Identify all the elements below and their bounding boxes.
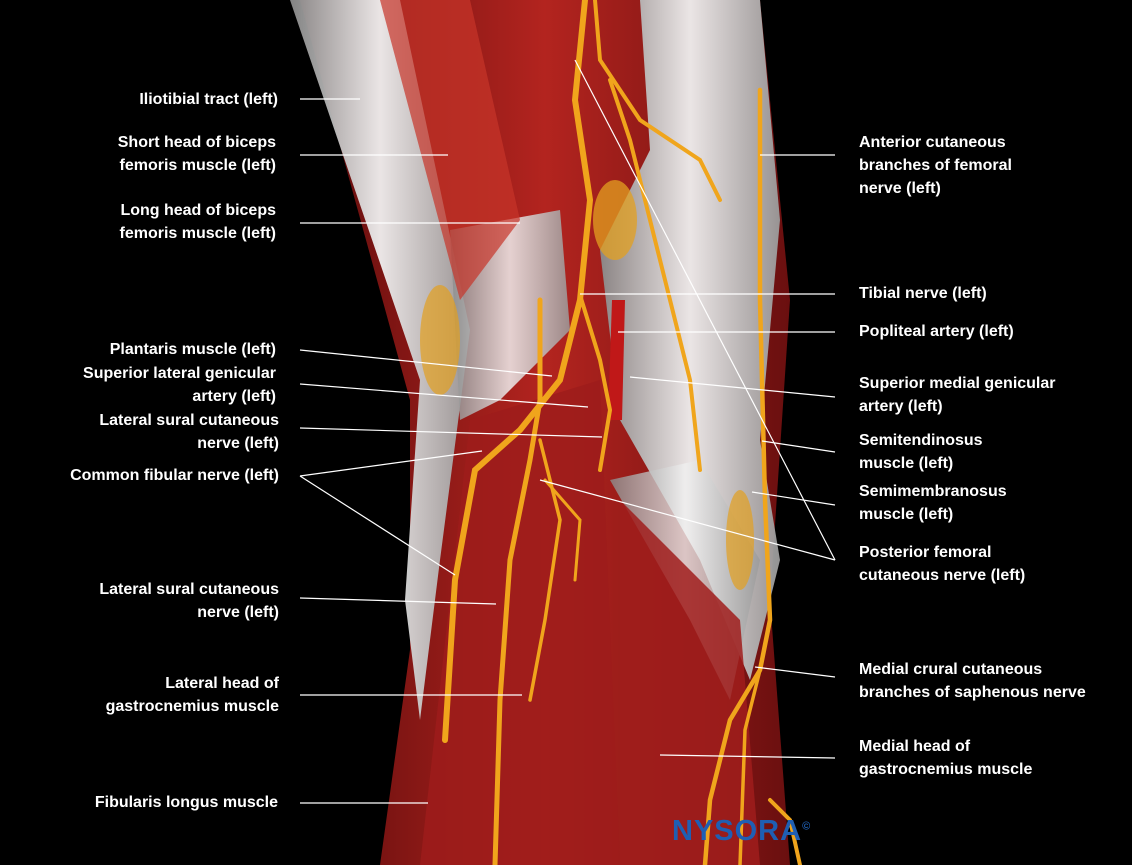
- label-posterior-femoral: Posterior femoral cutaneous nerve (left): [859, 541, 1025, 587]
- label-line: Semimembranosus: [859, 483, 1007, 500]
- leader-common-fibular: [299, 450, 483, 477]
- label-line: Posterior femoral: [859, 544, 992, 561]
- leader-medial-head-gastrocnemius: [659, 754, 836, 759]
- label-line: Lateral sural cutaneous: [99, 581, 279, 598]
- label-line: Superior medial genicular: [859, 375, 1056, 392]
- label-long-head-biceps: Long head of biceps femoris muscle (left): [120, 199, 276, 245]
- label-iliotibial-tract: Iliotibial tract (left): [139, 88, 278, 111]
- label-line: Lateral sural cutaneous: [99, 412, 279, 429]
- leader-lateral-sural-lower: [299, 597, 497, 605]
- label-semimembranosus: Semimembranosus muscle (left): [859, 480, 1007, 526]
- label-line: Popliteal artery (left): [859, 323, 1014, 340]
- logo-text: NYSORA: [672, 815, 803, 847]
- label-line: Long head of biceps: [120, 202, 276, 219]
- label-line: nerve (left): [197, 604, 279, 621]
- label-popliteal-artery: Popliteal artery (left): [859, 320, 1014, 343]
- label-lateral-sural-lower: Lateral sural cutaneous nerve (left): [99, 578, 279, 624]
- label-line: Iliotibial tract (left): [139, 91, 278, 108]
- logo-mark: ©: [802, 820, 812, 833]
- leader-common-fibular: [299, 475, 456, 576]
- label-medial-crural: Medial crural cutaneous branches of saphe…: [859, 658, 1086, 704]
- leader-superior-medial-genicular: [629, 376, 836, 398]
- label-line: Medial crural cutaneous: [859, 661, 1043, 678]
- label-line: artery (left): [192, 388, 276, 405]
- fat-pads: [420, 180, 754, 590]
- label-semitendinosus: Semitendinosus muscle (left): [859, 429, 983, 475]
- label-line: branches of saphenous nerve: [859, 684, 1086, 701]
- leader-posterior-femoral: [539, 479, 836, 561]
- label-line: artery (left): [859, 398, 943, 415]
- label-line: Tibial nerve (left): [859, 285, 987, 302]
- leader-medial-crural: [754, 666, 836, 678]
- leader-superior-lateral-genicular: [299, 383, 589, 408]
- leader-plantaris: [299, 349, 553, 377]
- label-line: Common fibular nerve (left): [70, 467, 279, 484]
- label-lateral-sural-upper: Lateral sural cutaneous nerve (left): [99, 409, 279, 455]
- label-lateral-head-gastrocnemius: Lateral head of gastrocnemius muscle: [106, 672, 279, 718]
- label-line: Plantaris muscle (left): [109, 341, 276, 358]
- label-line: gastrocnemius muscle: [859, 761, 1033, 778]
- label-common-fibular: Common fibular nerve (left): [70, 464, 279, 487]
- leader-posterior-femoral: [574, 59, 836, 561]
- label-fibularis-longus: Fibularis longus muscle: [95, 791, 278, 814]
- label-line: Short head of biceps: [117, 134, 276, 151]
- label-line: Lateral head of: [165, 675, 279, 692]
- leader-lines: [299, 59, 836, 804]
- popliteal-artery-shape: [608, 300, 625, 420]
- label-tibial-nerve: Tibial nerve (left): [859, 282, 987, 305]
- label-plantaris: Plantaris muscle (left): [110, 338, 276, 361]
- nysora-logo: NYSORA©: [672, 815, 811, 848]
- nerve-paths: [442, 0, 802, 865]
- label-line: cutaneous nerve (left): [859, 567, 1026, 584]
- label-medial-head-gastrocnemius: Medial head of gastrocnemius muscle: [859, 735, 1032, 781]
- label-line: Medial head of: [859, 738, 971, 755]
- label-line: nerve (left): [859, 180, 941, 197]
- label-anterior-cutaneous: Anterior cutaneous branches of femoral ner…: [859, 131, 1012, 200]
- label-line: gastrocnemius muscle: [105, 698, 279, 715]
- label-short-head-biceps: Short head of biceps femoris muscle (left…: [118, 131, 276, 177]
- label-line: Semitendinosus: [859, 432, 983, 449]
- label-line: Superior lateral genicular: [83, 365, 276, 382]
- label-superior-medial-genicular: Superior medial genicular artery (left): [859, 372, 1056, 418]
- label-line: Fibularis longus muscle: [94, 794, 278, 811]
- label-line: branches of femoral: [859, 157, 1012, 174]
- label-line: muscle (left): [859, 455, 954, 472]
- leader-semimembranosus: [751, 491, 836, 506]
- label-superior-lateral-genicular: Superior lateral genicular artery (left): [83, 362, 276, 408]
- label-line: Anterior cutaneous: [859, 134, 1006, 151]
- label-line: muscle (left): [859, 506, 954, 523]
- label-line: nerve (left): [197, 435, 279, 452]
- leader-lateral-sural-upper: [299, 427, 603, 438]
- label-line: femoris muscle (left): [119, 157, 276, 174]
- label-line: femoris muscle (left): [119, 225, 276, 242]
